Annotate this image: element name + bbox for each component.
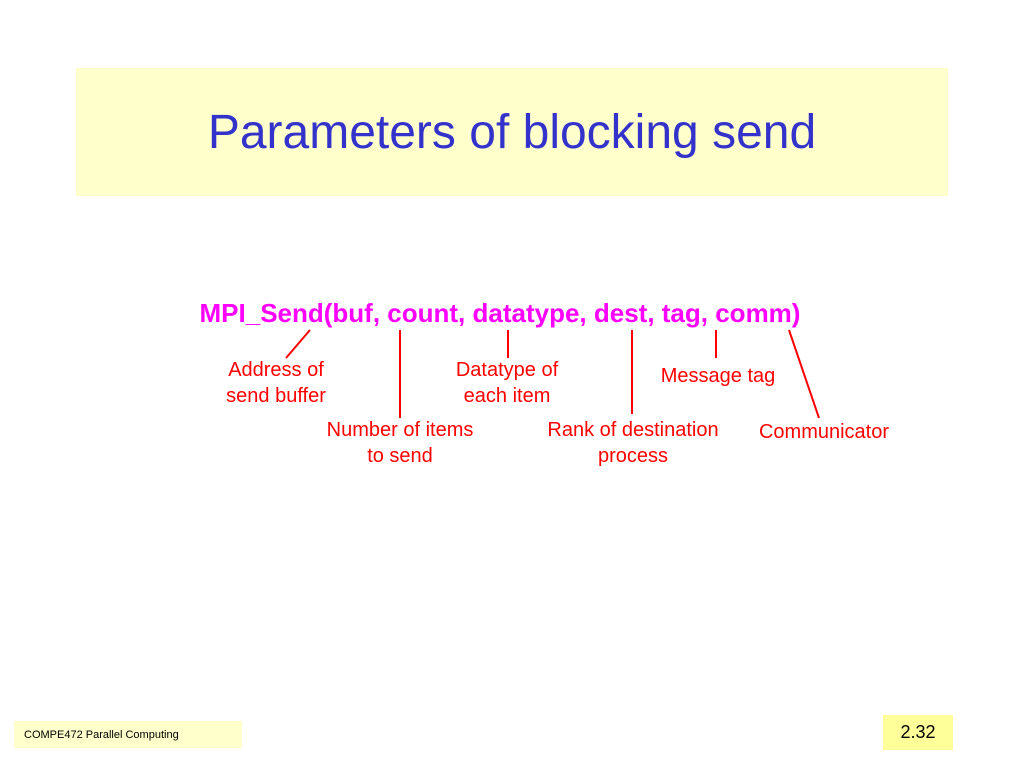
connector-comm xyxy=(788,329,820,419)
annotation-datatype: Datatype of each item xyxy=(437,357,577,409)
annotation-tag: Message tag xyxy=(643,363,793,389)
annotation-datatype-line1: Datatype of xyxy=(455,359,559,381)
annotation-count-line1: Number of items xyxy=(326,419,474,441)
slide-title: Parameters of blocking send xyxy=(207,105,817,159)
annotation-comm-line1: Communicator xyxy=(758,421,890,443)
annotation-dest-line1: Rank of destination xyxy=(547,419,719,441)
function-signature: MPI_Send(buf, count, datatype, dest, tag… xyxy=(199,298,801,328)
annotation-buf-line1: Address of xyxy=(228,359,324,381)
annotation-tag-line1: Message tag xyxy=(660,365,776,387)
footer-course-label: COMPE472 Parallel Computing xyxy=(14,721,242,748)
annotation-count-line2: to send xyxy=(367,445,433,467)
annotation-datatype-line2: each item xyxy=(463,385,551,407)
annotation-dest-line2: process xyxy=(597,445,669,467)
footer-page-number: 2.32 xyxy=(883,715,953,750)
annotation-comm: Communicator xyxy=(740,419,908,445)
title-banner: Parameters of blocking send xyxy=(76,68,948,196)
annotation-dest: Rank of destination process xyxy=(528,417,738,469)
annotation-buf-line2: send buffer xyxy=(226,385,326,407)
annotation-buf: Address of send buffer xyxy=(206,357,346,409)
connector-buf xyxy=(285,329,311,359)
annotation-count: Number of items to send xyxy=(306,417,494,469)
